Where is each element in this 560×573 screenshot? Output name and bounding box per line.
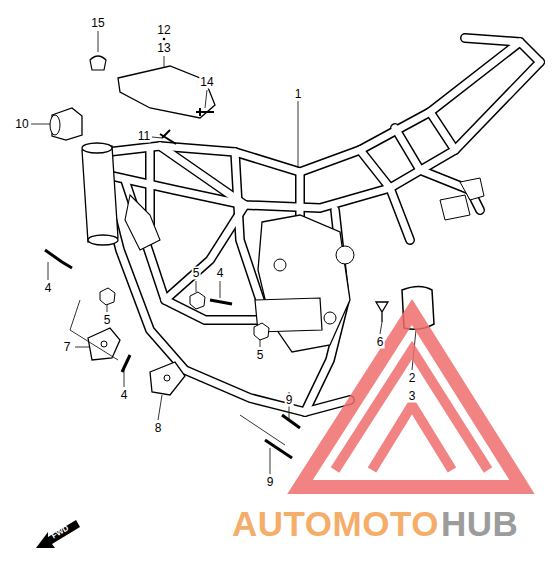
callout-number: 14 <box>199 76 214 89</box>
callout-number: 8 <box>154 422 163 435</box>
watermark-text: HUB <box>441 505 518 543</box>
callout-number: 11 <box>137 130 151 143</box>
callout-number: 1 <box>294 88 303 101</box>
callout-number: 10 <box>14 118 29 131</box>
callout-number: 4 <box>120 389 129 402</box>
callout-number: 5 <box>103 314 112 327</box>
callout-number: 2 <box>408 372 417 385</box>
callout-number: 7 <box>63 341 72 354</box>
callout-number: 6 <box>376 336 385 349</box>
callout-number: 9 <box>266 476 275 489</box>
callout-number: 5 <box>192 267 201 280</box>
callout-number: 4 <box>216 267 225 280</box>
callout-number: 5 <box>256 349 265 362</box>
callout-number: 15 <box>90 17 105 30</box>
watermark-text: AUTOMOTO <box>232 505 439 543</box>
callout-number: 3 <box>408 390 417 403</box>
callout-number: 12 <box>156 24 171 37</box>
callout-number: 4 <box>44 282 53 295</box>
callout-number: 9 <box>285 394 294 407</box>
callout-number: 13 <box>156 42 171 55</box>
